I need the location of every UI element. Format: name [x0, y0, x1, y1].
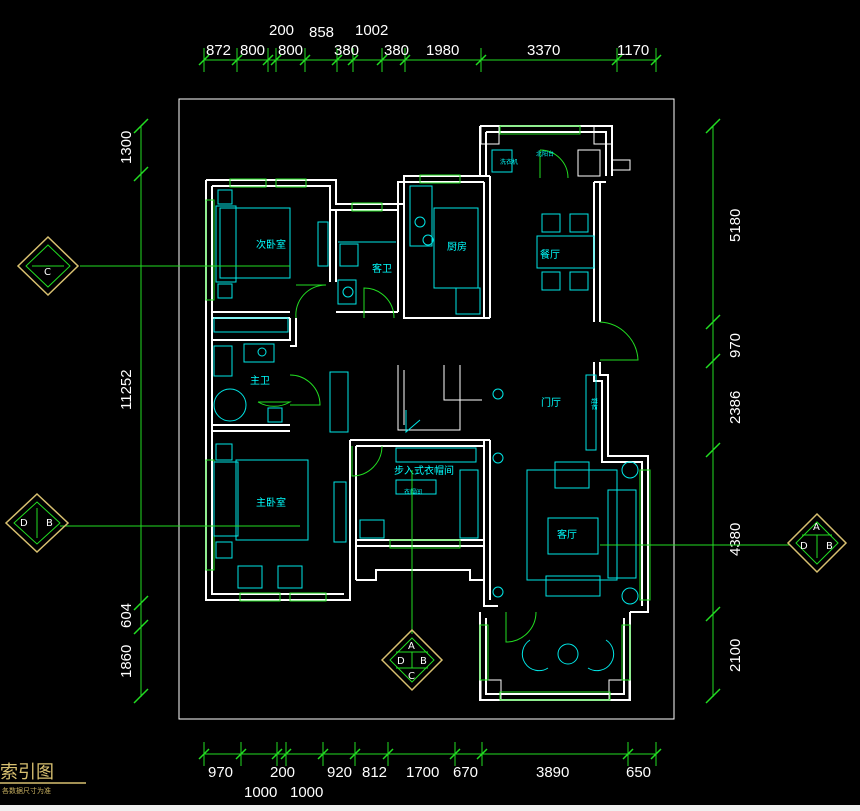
label-dining: 餐厅	[540, 248, 560, 261]
marker-bottom-a-letter: A	[408, 641, 415, 652]
living-furniture	[492, 461, 639, 605]
dim-left-2: 11252	[118, 369, 135, 410]
dim-right-2: 970	[727, 333, 744, 358]
dim-bottom-2: 200	[270, 764, 295, 781]
right-dimension-line	[705, 118, 721, 704]
windows	[205, 125, 651, 701]
bottom-strip	[0, 805, 860, 811]
dim-top-upper-1: 200	[269, 22, 294, 39]
drawing-frame	[178, 98, 675, 720]
label-living: 客厅	[557, 528, 577, 541]
foyer-furniture	[329, 371, 597, 464]
label-shoe-cabinet: 鞋柜	[590, 398, 598, 410]
dim-bottom-7: 3890	[536, 764, 569, 781]
dim-bottom-lower-1: 1000	[244, 784, 277, 801]
dim-top-2: 800	[240, 42, 265, 59]
legend-title: 索引图	[0, 762, 54, 783]
dining-furniture	[536, 213, 595, 291]
balcony-furniture	[491, 149, 615, 672]
dim-right-4: 4380	[727, 523, 744, 556]
top-dimension-line	[198, 48, 662, 72]
marker-bottom-c-letter: C	[408, 671, 415, 682]
dim-bottom-5: 1700	[406, 764, 439, 781]
dim-right-1: 5180	[727, 209, 744, 242]
right-dimension-labels: 5180 970 2386 4380 2100	[727, 209, 744, 672]
marker-bottom-b-letter: B	[420, 656, 427, 667]
dim-left-1: 1300	[118, 131, 135, 164]
dim-right-3: 2386	[727, 391, 744, 424]
dim-top-3: 800	[278, 42, 303, 59]
legend: 索引图 各数据尺寸为准	[0, 762, 86, 795]
dim-bottom-lower-2: 1000	[290, 784, 323, 801]
label-walk-in-closet: 步入式衣帽间	[394, 464, 454, 477]
index-marker-bottom-abcd: A D B C	[380, 470, 444, 692]
label-closet-tag: 衣帽间	[404, 488, 422, 496]
marker-right-b-letter: B	[826, 541, 833, 552]
marker-right-a-letter: A	[813, 522, 820, 533]
dim-bottom-8: 650	[626, 764, 651, 781]
dim-top-7: 3370	[527, 42, 560, 59]
index-marker-right-adb: A D B	[600, 512, 848, 574]
kitchen-fixtures	[409, 185, 481, 315]
closet-furniture	[359, 447, 479, 539]
label-second-bedroom: 次卧室	[256, 238, 286, 251]
main-bath-fixtures	[213, 343, 283, 423]
walls	[205, 125, 649, 701]
label-master-bedroom: 主卧室	[256, 496, 286, 509]
second-bedroom-furniture	[213, 189, 329, 333]
left-dimension-labels: 1300 11252 604 1860	[118, 131, 135, 678]
dim-bottom-1: 970	[208, 764, 233, 781]
dim-top-upper-2: 858	[309, 24, 334, 41]
master-bedroom-furniture	[213, 443, 347, 589]
label-north-balcony: 北阳台	[536, 150, 554, 158]
index-marker-left-c: C	[16, 235, 290, 297]
doors	[257, 149, 639, 643]
dim-bottom-6: 670	[453, 764, 478, 781]
marker-bottom-d-letter: D	[397, 656, 405, 667]
left-dimension-line	[133, 118, 149, 704]
label-kitchen: 厨房	[447, 240, 467, 253]
dim-top-4: 380	[334, 42, 359, 59]
index-marker-left-db: D B	[4, 492, 300, 554]
label-main-bath: 主卫	[250, 375, 270, 387]
dim-left-4: 1860	[118, 645, 135, 678]
marker-left-d-letter: D	[20, 518, 28, 529]
label-laundry: 洗衣机	[500, 158, 518, 166]
dim-top-1: 872	[206, 42, 231, 59]
marker-left-c-letter: C	[44, 267, 51, 278]
dim-bottom-3: 920	[327, 764, 352, 781]
bottom-dimension-line	[198, 742, 662, 766]
top-dimension-labels: 872 800 800 380 380 1980 3370 1170 200 8…	[206, 22, 649, 59]
dim-top-8: 1170	[617, 42, 649, 59]
dim-left-3: 604	[118, 603, 135, 628]
bottom-dimension-labels: 970 200 920 812 1700 670 3890 650 1000 1…	[208, 764, 651, 801]
dim-top-upper-3: 1002	[355, 22, 388, 39]
dim-bottom-4: 812	[362, 764, 387, 781]
guest-bath-fixtures	[337, 241, 396, 305]
dim-right-5: 2100	[727, 639, 744, 672]
room-labels: 次卧室 客卫 厨房 餐厅 主卫 门厅 主卧室 步入式衣帽间 客厅 洗衣机 北阳台…	[250, 150, 598, 541]
dim-top-6: 1980	[426, 42, 459, 59]
label-foyer: 门厅	[541, 396, 561, 409]
marker-right-d-letter: D	[800, 541, 808, 552]
dim-top-5: 380	[384, 42, 409, 59]
legend-note: 各数据尺寸为准	[2, 786, 51, 795]
marker-left-b-letter: B	[46, 518, 53, 529]
label-guest-bath: 客卫	[372, 262, 392, 275]
